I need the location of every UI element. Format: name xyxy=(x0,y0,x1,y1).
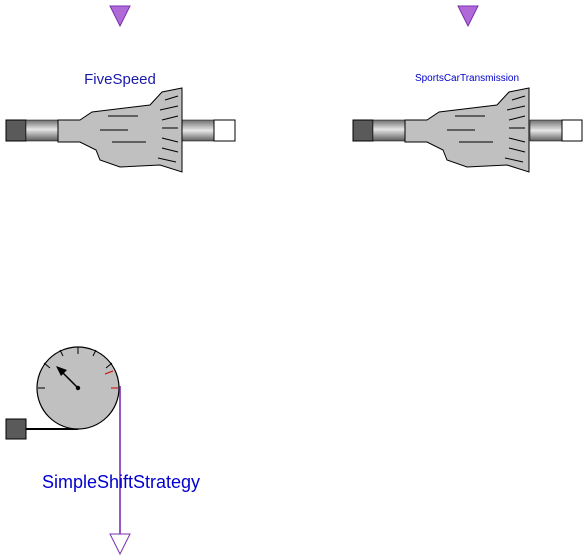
gauge-icon xyxy=(5,346,120,440)
component-label: SimpleShiftStrategy xyxy=(42,472,200,492)
component-simple-shift-strategy[interactable]: SimpleShiftStrategy xyxy=(5,346,200,556)
signal-input-port[interactable] xyxy=(109,5,131,28)
component-sportscar-transmission[interactable]: SportsCarTransmission xyxy=(352,5,583,173)
component-fivespeed[interactable]: FiveSpeed xyxy=(5,5,236,173)
signal-input-port[interactable] xyxy=(457,5,479,28)
transmission-icon xyxy=(5,87,236,173)
transmission-icon xyxy=(352,87,583,173)
component-label: SportsCarTransmission xyxy=(415,73,519,84)
component-label: FiveSpeed xyxy=(84,71,156,88)
signal-output-port[interactable] xyxy=(109,533,131,556)
